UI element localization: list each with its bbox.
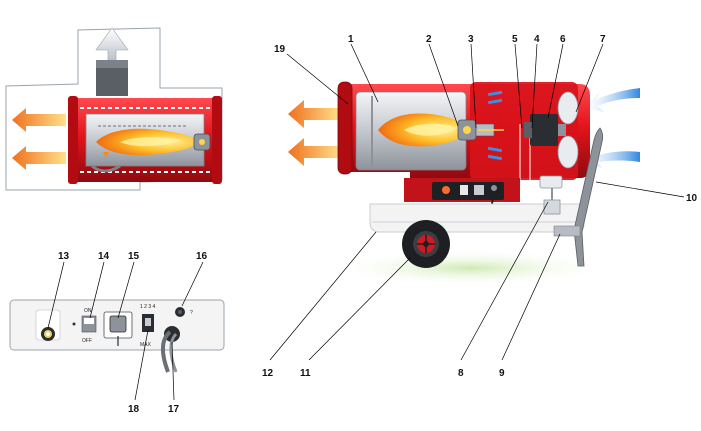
fan [557,91,579,169]
fuel-pump [539,175,563,189]
flame-indicator [35,309,61,341]
knob-bottom-text: MAX [140,342,152,348]
fuel-filter [543,199,561,215]
cold-air-arrow-icon [584,88,640,112]
label-2: 2 [426,34,432,45]
label-12: 12 [262,368,274,379]
knob-top-text: 1 2 3 4 [140,304,156,310]
label-18: 18 [128,404,140,415]
label-10: 10 [686,193,698,204]
hot-air-arrow-icon [12,108,66,132]
hot-air-arrow-icon [288,138,340,166]
leader-lines [269,43,685,361]
motor [530,114,558,146]
switch-on-text: ON [84,308,92,314]
label-8: 8 [458,368,464,379]
label-17: 17 [168,404,180,415]
handle [573,127,604,267]
label-7: 7 [600,34,606,45]
reset-lamp: ? [175,307,193,317]
label-15: 15 [128,251,140,262]
label-19: 19 [274,44,286,55]
power-switch: ON OFF [72,308,97,344]
panel-leader-lines [47,261,204,401]
label-5: 5 [512,34,518,45]
front-rim [337,81,353,175]
indirect-heater-cutaway [5,27,223,191]
label-14: 14 [98,251,110,262]
control-panel-detail: ON OFF 1 2 3 4 MAX ? [9,251,225,415]
label-9: 9 [499,368,505,379]
hot-air-arrow-icon [288,100,340,128]
socket [103,311,133,346]
air-deflectors [487,90,503,161]
svg-text:?: ? [190,310,193,316]
ground-shadow [330,250,610,286]
label-11: 11 [300,368,311,379]
label-13: 13 [58,251,70,262]
thermostat-knob: 1 2 3 4 MAX [140,304,156,348]
label-3: 3 [468,34,474,45]
direct-heater: 19 1 2 3 5 4 6 7 10 12 11 8 9 [262,34,698,379]
wheel-icon [402,220,450,268]
label-4: 4 [534,34,540,45]
switch-off-text: OFF [82,338,92,344]
label-1: 1 [348,34,354,45]
label-16: 16 [196,251,208,262]
label-6: 6 [560,34,566,45]
hot-air-arrow-icon [12,146,66,170]
power-cable [161,326,180,373]
